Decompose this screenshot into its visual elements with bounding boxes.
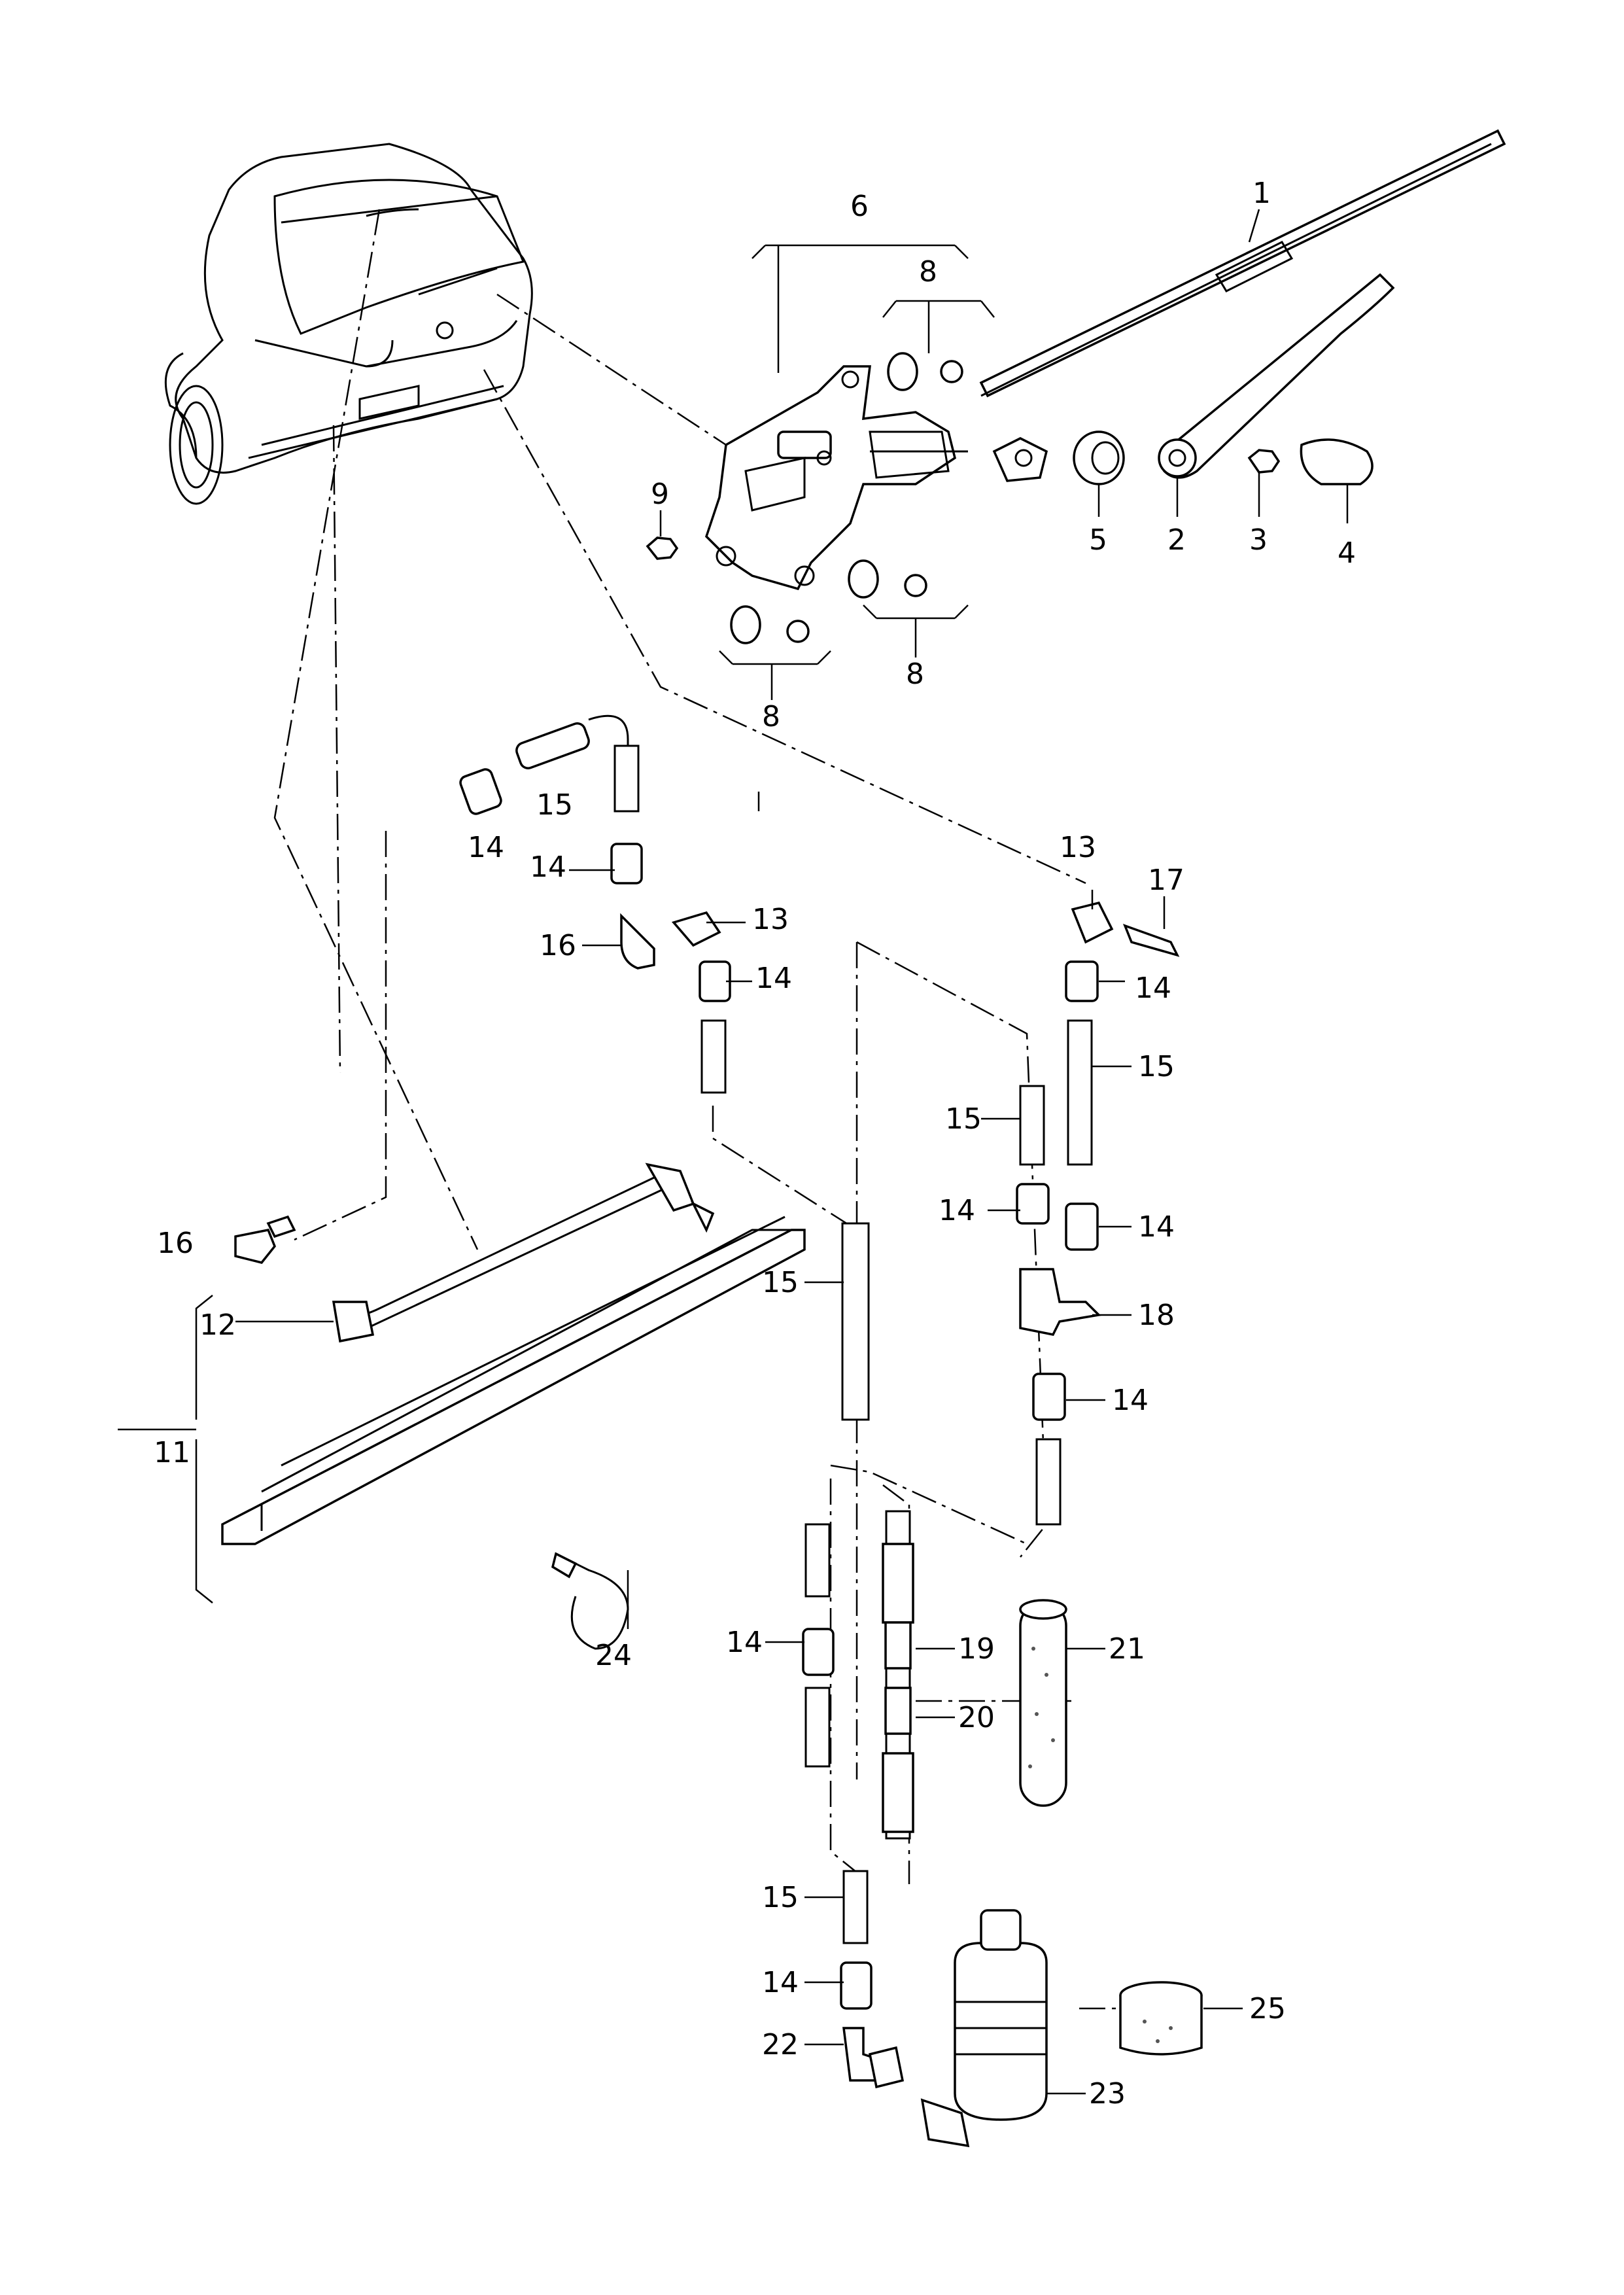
long-hose-15 — [841, 1222, 870, 1421]
callout-14-right-low: 14 — [1112, 1384, 1149, 1417]
callout-14-mid: 14 — [530, 850, 566, 884]
callout-leaders — [118, 792, 1243, 2095]
callout-20: 20 — [958, 1701, 995, 1734]
dash-dot-lines — [273, 209, 1138, 2010]
connector-group-right — [1016, 901, 1180, 1526]
vehicle-rear-view — [164, 143, 533, 505]
callout-14-right-top: 14 — [1135, 972, 1171, 1005]
callout-numbers: 1 2 3 4 5 6 8 8 8 9 11 12 13 13 14 14 14… — [154, 177, 1356, 2111]
nut-3 — [1247, 449, 1281, 474]
callout-22: 22 — [762, 2028, 799, 2061]
bushings-8 — [730, 352, 963, 644]
callout-14-right-mid: 14 — [939, 1194, 975, 1227]
washer-pump-23 — [954, 1909, 1048, 2121]
callout-15-center: 15 — [762, 1266, 799, 1299]
wiper-motor — [704, 365, 968, 591]
leader-lines — [659, 209, 1349, 700]
lower-connection-22 — [840, 1870, 970, 2148]
callout-11: 11 — [154, 1436, 190, 1469]
callout-3: 3 — [1249, 523, 1268, 557]
seal-5 — [1073, 430, 1125, 485]
callout-1: 1 — [1253, 177, 1271, 210]
callout-9: 9 — [651, 478, 669, 511]
callout-14-lower: 14 — [726, 1626, 763, 1659]
connector-16-left — [234, 1215, 296, 1264]
foam-sleeve-21 — [1019, 1599, 1067, 1807]
callout-16-left: 16 — [157, 1227, 194, 1260]
cable-tie-24 — [551, 1552, 629, 1650]
callout-18: 18 — [1138, 1299, 1175, 1332]
callout-17: 17 — [1148, 864, 1184, 897]
callout-23: 23 — [1089, 2077, 1126, 2111]
callout-8-right: 8 — [906, 657, 924, 691]
callout-2: 2 — [1167, 523, 1186, 557]
callout-14-right-side: 14 — [1138, 1210, 1175, 1244]
callout-12: 12 — [199, 1308, 236, 1342]
callout-25: 25 — [1249, 1992, 1286, 2025]
callout-4: 4 — [1338, 536, 1356, 570]
callout-21: 21 — [1109, 1632, 1145, 1666]
callout-15-top: 15 — [536, 788, 573, 822]
wiper-blade — [979, 129, 1506, 398]
connector-group-top — [459, 714, 731, 1094]
callout-24: 24 — [595, 1639, 632, 1672]
callout-19: 19 — [958, 1632, 995, 1666]
hose-assembly-12 — [332, 1163, 715, 1343]
callout-14-top: 14 — [468, 831, 504, 864]
lower-hose-column — [802, 1510, 914, 1840]
callout-14-center: 14 — [755, 962, 792, 995]
callout-5: 5 — [1089, 523, 1107, 557]
callout-15-bottom: 15 — [762, 1881, 799, 1914]
callout-14-bottom: 14 — [762, 1966, 799, 1999]
grommet — [992, 437, 1048, 482]
callout-16-top: 16 — [540, 929, 576, 962]
callout-13-right: 13 — [1060, 831, 1096, 864]
callout-13-left: 13 — [752, 903, 789, 936]
callout-15-right-mid: 15 — [945, 1102, 982, 1136]
callout-6: 6 — [850, 190, 869, 223]
cap-4 — [1300, 438, 1373, 485]
brake-light-assembly — [221, 1216, 806, 1545]
callout-8-top: 8 — [919, 255, 937, 289]
callout-15-right: 15 — [1138, 1050, 1175, 1083]
callout-8-left: 8 — [762, 700, 780, 733]
wiper-arm — [1158, 273, 1395, 479]
nut-9 — [646, 536, 679, 560]
seal-25 — [1119, 1981, 1203, 2056]
